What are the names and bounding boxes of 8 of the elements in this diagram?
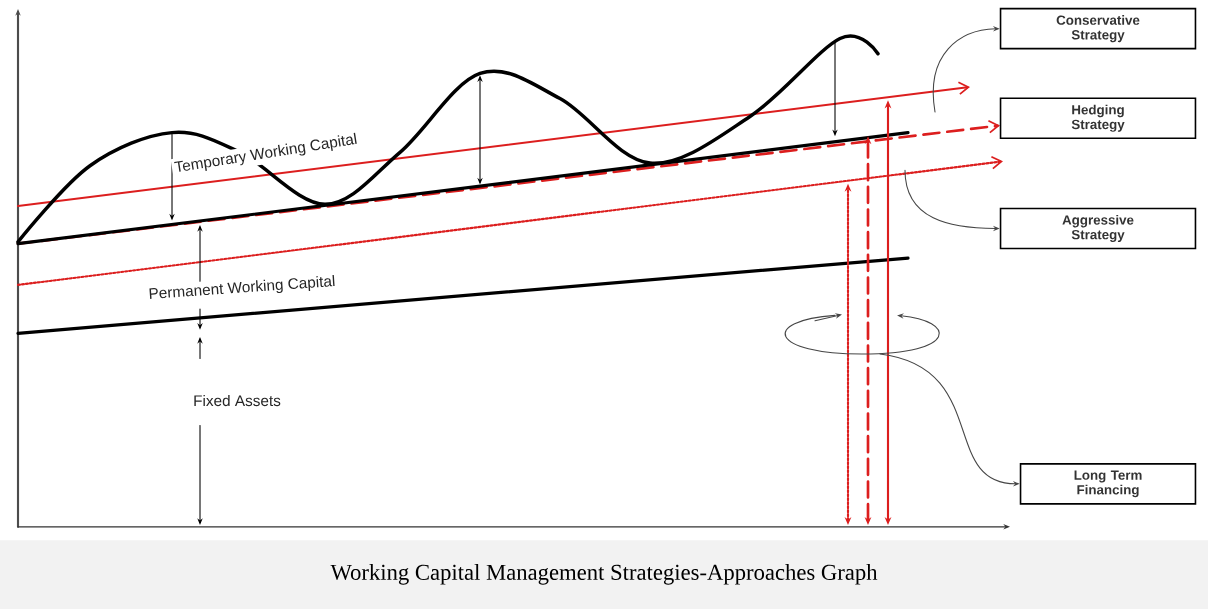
axis-label: Fixed Assets xyxy=(194,394,281,407)
strategy-box: Aggressive Strategy xyxy=(999,207,1197,250)
strategy-box: Conservative Strategy xyxy=(999,7,1197,50)
caption: Working Capital Management Strategies-Approaches Graph xyxy=(330,564,878,585)
strategy-box: Long Term Financing xyxy=(1019,463,1197,505)
strategy-box: Hedging Strategy xyxy=(999,97,1197,140)
axis-label: Permanent Working Capital xyxy=(145,272,339,305)
axis-label: Temporary Working Capital xyxy=(170,129,362,179)
